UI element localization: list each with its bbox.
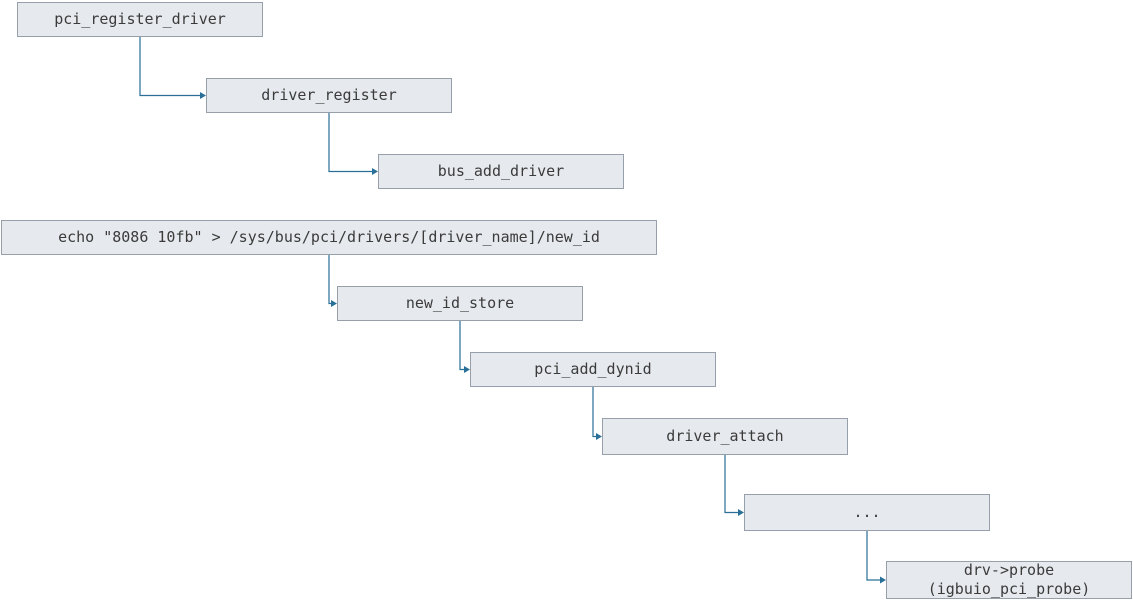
node-new-id-store: new_id_store: [337, 286, 583, 321]
arrowhead-icon: [200, 92, 206, 99]
connector-line: [592, 387, 597, 438]
arrowhead-icon: [738, 509, 744, 516]
connector-line: [866, 531, 881, 581]
node-driver-attach: driver_attach: [602, 418, 848, 455]
node-pci-register-driver: pci_register_driver: [17, 2, 263, 37]
node-echo-command: echo "8086 10fb" > /sys/bus/pci/drivers/…: [1, 220, 657, 255]
connector-line: [328, 255, 332, 305]
connector-line: [328, 113, 373, 173]
node-ellipsis: ...: [744, 494, 990, 531]
node-drv-probe: drv->probe (igbuio_pci_probe): [886, 561, 1132, 599]
arrowhead-icon: [331, 300, 337, 307]
node-pci-add-dynid: pci_add_dynid: [470, 352, 716, 387]
arrowhead-icon: [372, 168, 378, 175]
node-drv-probe-line2: (igbuio_pci_probe): [927, 580, 1091, 598]
arrowhead-icon: [596, 433, 602, 440]
connector-line: [139, 37, 201, 97]
node-driver-register: driver_register: [206, 78, 452, 113]
connector-line: [459, 321, 465, 371]
arrowhead-icon: [464, 366, 470, 373]
node-drv-probe-line1: drv->probe: [963, 561, 1055, 580]
node-bus-add-driver: bus_add_driver: [378, 154, 624, 189]
connector-line: [724, 455, 739, 514]
arrowhead-icon: [880, 576, 886, 584]
